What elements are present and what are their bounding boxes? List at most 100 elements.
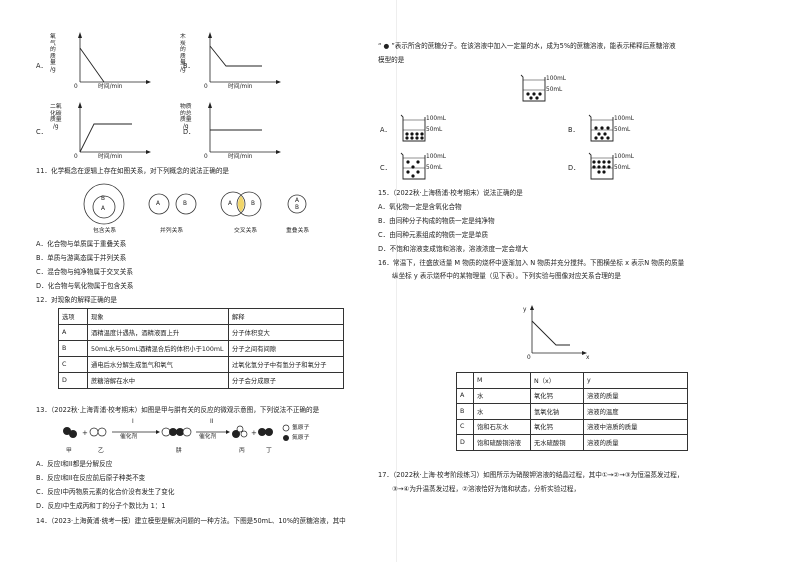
sugar-molecule-dot bbox=[410, 132, 414, 136]
sugar-molecule-dot bbox=[416, 160, 420, 164]
sugar-molecule-dot bbox=[415, 136, 419, 140]
sugar-molecule-dot bbox=[602, 165, 606, 169]
table-row: A 水 氧化钙 溶液的质量 bbox=[456, 387, 688, 404]
beaker-mark-top: 100mL bbox=[614, 154, 634, 160]
label-yi: 乙 bbox=[98, 448, 104, 454]
beaker-mark-bottom: 50mL bbox=[426, 127, 443, 133]
molecule-jia bbox=[63, 427, 77, 438]
cell: 饱和硫酸铜溶液 bbox=[473, 434, 531, 451]
graph-option-b: B． bbox=[183, 62, 195, 70]
step-1-label: I bbox=[132, 419, 134, 425]
graph-y-label: 氧 气 的 质 量 /g bbox=[50, 34, 56, 73]
q11-option-d: D．化合物与氧化物属于包含关系 bbox=[36, 282, 134, 290]
cell: A bbox=[456, 387, 474, 404]
beaker-mark-bottom: 50mL bbox=[614, 165, 631, 171]
molecule-ding bbox=[258, 428, 273, 436]
legend-nitrogen: 氮原子 bbox=[292, 435, 310, 441]
sugar-molecule-dot bbox=[535, 96, 539, 100]
choice-beaker-d bbox=[588, 152, 614, 180]
choice-letter: C． bbox=[380, 164, 392, 172]
q13-option-d: D．反应I中生成丙和丁的分子个数比为 1：1 bbox=[36, 502, 166, 510]
sugar-molecule-dot bbox=[406, 170, 410, 174]
graph-y-label: 二氧 化碳 质量 /g bbox=[50, 104, 62, 130]
cell: A bbox=[58, 324, 88, 341]
graph-option-c: C． bbox=[36, 128, 48, 136]
graph-origin: 0 bbox=[74, 154, 78, 160]
sugar-molecule-dot bbox=[602, 160, 606, 164]
q17-stem-line1: 17．（2022秋·上海·校考阶段练习）如图所示为硝酸钾溶液的结晶过程，其中①→… bbox=[378, 471, 684, 479]
sugar-molecule-dot bbox=[600, 136, 604, 140]
q15-option-b: B．由同种分子构成的物质一定是纯净物 bbox=[378, 217, 495, 225]
cell: 溶液的温度 bbox=[583, 403, 688, 420]
graph-axes bbox=[208, 102, 281, 154]
molecule-yi bbox=[89, 427, 107, 437]
header-cell: N（x） bbox=[530, 372, 584, 389]
q15-option-a: A．氧化物一定是含氧化合物 bbox=[378, 203, 462, 211]
cell: 过氧化氢分子中有氢分子和氧分子 bbox=[228, 356, 344, 373]
cell: C bbox=[58, 356, 88, 373]
sugar-molecule-dot bbox=[594, 136, 598, 140]
reaction-diagram: + + bbox=[63, 424, 290, 441]
question-15-stem: 15．（2022秋·上海杨浦·校考期末）说法正确的是 bbox=[378, 189, 523, 197]
cell: 蔗糖溶解在水中 bbox=[87, 372, 229, 389]
header-cell: M bbox=[473, 372, 531, 389]
beaker-mark-top: 100mL bbox=[426, 116, 446, 122]
sugar-molecule-dot bbox=[420, 136, 424, 140]
diagram-intersect bbox=[220, 191, 262, 217]
table-row: D 饱和硫酸铜溶液 无水硫酸铜 溶液的质量 bbox=[456, 434, 688, 451]
cell: 水 bbox=[473, 403, 531, 420]
cell: 分子体积变大 bbox=[228, 324, 344, 341]
sugar-molecule-dot bbox=[405, 132, 409, 136]
q16-stem-line1: 16．常温下，往盛放适量 M 物质的烧杯中逐渐加入 N 物质并充分搅拌。下图横坐… bbox=[378, 259, 685, 267]
q16-curve bbox=[531, 320, 570, 346]
header-cell: 解释 bbox=[228, 308, 344, 325]
sugar-molecule-dot bbox=[592, 165, 596, 169]
sugar-molecule-dot bbox=[410, 136, 414, 140]
caption-intersect: 交叉关系 bbox=[234, 228, 258, 234]
sugar-molecule-dot bbox=[529, 96, 533, 100]
q17-stem-line2: ③→④为升温蒸发过程，②溶液恰好为饱和状态，分析实验过程， bbox=[392, 485, 581, 493]
cell: B bbox=[456, 403, 474, 420]
header-cell: 选项 bbox=[58, 308, 88, 325]
question-13-stem: 13．（2022秋·上海青浦·校考期末）如图是甲与肼有关的反应的微观示意图，下列… bbox=[36, 406, 320, 414]
graph-axes bbox=[78, 102, 151, 154]
q14-continuation-line1: “ ● ”表示所含的蔗糖分子。在该溶液中加入一定量的水，成为5%的蔗糖溶液，能表… bbox=[378, 42, 676, 50]
diagram-contain bbox=[83, 183, 125, 225]
table-row: D 蔗糖溶解在水中 分子会分成原子 bbox=[58, 372, 344, 389]
catalyst-2-label: 催化剂 bbox=[199, 434, 217, 440]
choice-letter: B． bbox=[568, 126, 580, 134]
svg-text:+: + bbox=[82, 429, 88, 437]
cell: 分子会分成原子 bbox=[228, 372, 344, 389]
sugar-molecule-dot bbox=[405, 136, 409, 140]
q11-option-b: B．单质与游离态属于并列关系 bbox=[36, 254, 127, 262]
molecule-bing bbox=[232, 425, 248, 438]
q11-option-a: A．化合物与单质属于重叠关系 bbox=[36, 240, 127, 248]
choice-beaker-a bbox=[400, 114, 426, 142]
overlap-label-a: A bbox=[295, 198, 299, 204]
label-ding: 丁 bbox=[266, 448, 272, 454]
graph-x-label: 时间/min bbox=[228, 84, 253, 90]
q16-stem-line2: 纵坐标 y 表示烧杯中的某物理量（见下表）。下列实验与图像对应关系合理的是 bbox=[392, 272, 621, 280]
molecule-jing bbox=[161, 427, 192, 437]
choice-beaker-c bbox=[400, 152, 426, 180]
graph-x-label: 时间/min bbox=[228, 154, 253, 160]
cell: 50mL水与50mL酒精混合后的体积小于100mL bbox=[87, 340, 229, 357]
label-bing: 丙 bbox=[239, 448, 245, 454]
overlap-label-b: B bbox=[295, 205, 299, 211]
question-12-stem: 12．对现象的解释正确的是 bbox=[36, 296, 117, 304]
sugar-molecule-dot bbox=[526, 92, 530, 96]
cell: 酒精温度计遇热，酒精液面上升 bbox=[87, 324, 229, 341]
table-header-row: 选项 现象 解释 bbox=[58, 308, 344, 325]
sugar-molecule-dot bbox=[600, 126, 604, 130]
q16-table: M N（x） y A 水 氧化钙 溶液的质量 B 水 氢氧化钠 溶液的温度 C … bbox=[456, 372, 688, 451]
intersect-label-a: A bbox=[228, 201, 232, 207]
q15-option-d: D．不饱和溶液变成饱和溶液，溶液浓度一定会增大 bbox=[378, 245, 529, 253]
sugar-molecule-dot bbox=[420, 132, 424, 136]
graph-y-label: 木 炭 的 质 量 /g bbox=[180, 34, 186, 73]
sugar-molecule-dot bbox=[597, 165, 601, 169]
graph-origin: 0 bbox=[204, 84, 208, 90]
sugar-molecule-dot bbox=[538, 92, 542, 96]
q13-option-a: A．反应I和II都是分解反应 bbox=[36, 460, 113, 468]
choice-letter: A． bbox=[380, 126, 392, 134]
legend-nitrogen-dot bbox=[283, 435, 289, 441]
